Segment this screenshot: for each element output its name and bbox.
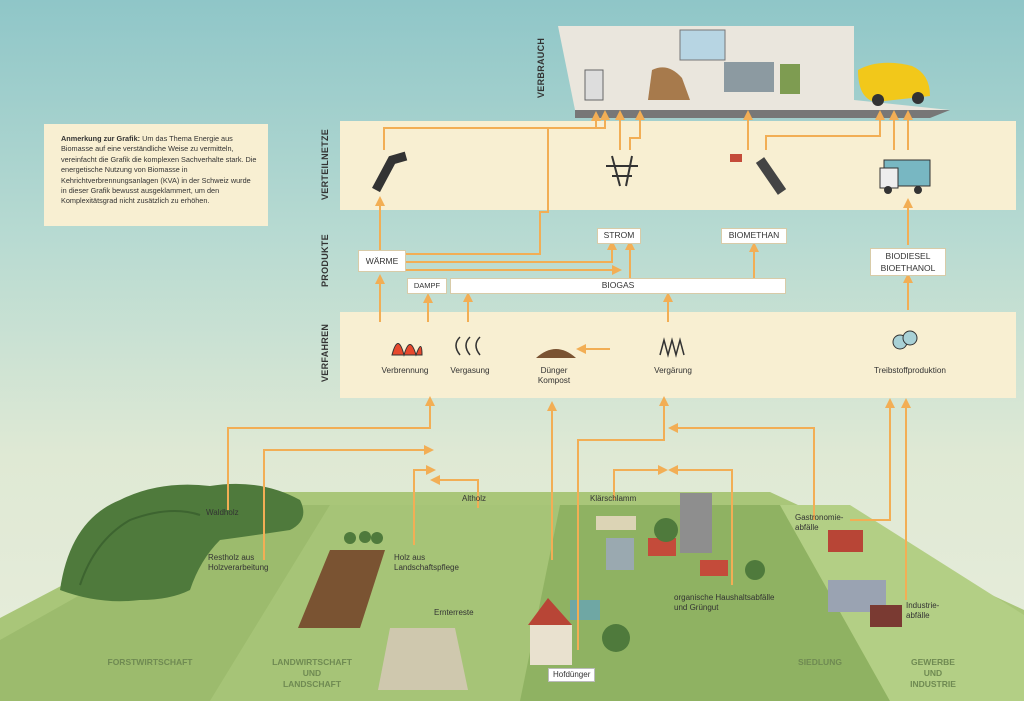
- gasification-icon: [455, 336, 481, 356]
- plowed-field: [298, 550, 385, 628]
- source-gastro-line1: Gastronomie-: [795, 513, 844, 522]
- zone-forstwirtschaft: FORSTWIRTSCHAFT: [107, 657, 193, 667]
- process-duenger: Dünger Kompost: [524, 366, 584, 386]
- row-label-produkte: PRODUKTE: [320, 234, 330, 287]
- product-strom: STROM: [597, 228, 641, 244]
- note-heading: Anmerkung zur Grafik:: [61, 134, 141, 143]
- farm-house: [530, 625, 572, 665]
- zone-land-line3: LANDSCHAFT: [282, 679, 342, 689]
- fire-icon: [391, 343, 423, 357]
- stubble-field: [378, 628, 468, 690]
- zone-gewerbe: GEWERBE UND INDUSTRIE: [888, 657, 978, 690]
- product-biogas: BIOGAS: [450, 278, 786, 294]
- gas-valve-icon: [730, 154, 742, 162]
- power-pylon-icon: [606, 155, 638, 187]
- process-verbrennung: Verbrennung: [381, 366, 429, 375]
- product-biodiesel-line2: BIOETHANOL: [880, 263, 936, 273]
- source-organisch: organische Haushaltsabfälle und Grüngut: [674, 593, 775, 613]
- zone-gewerbe-line1: GEWERBE: [911, 657, 955, 667]
- restaurant-building: [828, 530, 863, 552]
- district-heating-pipe-icon: [372, 151, 408, 193]
- zone-land-line2: UND: [302, 668, 322, 678]
- annotation-note: Anmerkung zur Grafik: Um das Thema Energ…: [44, 124, 268, 226]
- process-band: [340, 312, 1016, 398]
- forest-shape: [60, 483, 304, 602]
- zone-land-line1: LANDWIRTSCHAFT: [272, 657, 352, 667]
- car: [858, 62, 930, 102]
- compost-heap-icon: [536, 349, 576, 358]
- source-restholz-line2: Holzverarbeitung: [208, 563, 269, 572]
- forest-zone-ground: [0, 505, 330, 701]
- process-duenger-line2: Kompost: [537, 376, 571, 385]
- source-holz-landschaftspflege: Holz aus Landschaftspflege: [394, 553, 459, 573]
- source-industrie-line2: abfälle: [906, 611, 930, 620]
- note-text: Um das Thema Energie aus Biomasse auf ei…: [61, 134, 257, 206]
- source-restholz-line1: Restholz aus: [208, 553, 255, 562]
- source-gastro-line2: abfälle: [795, 523, 819, 532]
- source-holz-line2: Landschaftspflege: [394, 563, 459, 572]
- row-label-verteilnetze: VERTEILNETZE: [320, 128, 330, 200]
- agri-zone-ground: [210, 505, 560, 701]
- row-label-verfahren: VERFAHREN: [320, 323, 330, 382]
- source-altholz: Altholz: [462, 494, 487, 503]
- armchair: [648, 67, 690, 100]
- product-biodiesel: BIODIESEL BIOETHANOL: [870, 248, 946, 276]
- zone-siedlung: SIEDLUNG: [798, 657, 842, 667]
- product-dampf: DAMPF: [407, 278, 447, 294]
- source-waldholz: Waldholz: [206, 508, 239, 517]
- gas-pipe-icon: [755, 157, 787, 195]
- zone-landwirtschaft: LANDWIRTSCHAFT UND LANDSCHAFT: [262, 657, 362, 690]
- row-label-verbrauch: VERBRAUCH: [536, 37, 546, 98]
- source-holz-line1: Holz aus: [394, 553, 426, 562]
- fuel-production-icon: [902, 330, 918, 346]
- network-icons: [372, 151, 931, 358]
- tower-building: [680, 493, 712, 553]
- product-biodiesel-line1: BIODIESEL: [885, 251, 931, 261]
- source-gastronomie: Gastronomie- abfälle: [795, 513, 843, 533]
- process-duenger-line1: Dünger: [540, 366, 568, 375]
- process-vergaerung: Vergärung: [654, 366, 692, 375]
- source-industrie: Industrie- abfälle: [906, 601, 939, 621]
- zone-gewerbe-line3: INDUSTRIE: [910, 679, 956, 689]
- farm-roof: [528, 598, 572, 625]
- source-klaerschlamm: Klärschlamm: [590, 494, 637, 503]
- product-biomethan: BIOMETHAN: [721, 228, 787, 244]
- source-organisch-line1: organische Haushaltsabfälle: [674, 593, 775, 602]
- source-ernterreste: Ernterreste: [434, 608, 474, 617]
- source-organisch-line2: und Grüngut: [674, 603, 719, 612]
- industry-zone-ground: [780, 505, 1024, 701]
- source-industrie-line1: Industrie-: [906, 601, 940, 610]
- product-waerme: WÄRME: [358, 250, 406, 272]
- source-restholz: Restholz aus Holzverarbeitung: [208, 553, 268, 573]
- process-vergasung: Vergasung: [450, 366, 490, 375]
- source-hofduenger: Hofdünger: [548, 668, 596, 682]
- process-treibstoff: Treibstoffproduktion: [874, 366, 946, 375]
- zone-gewerbe-line2: UND: [923, 668, 943, 678]
- fermentation-icon: [659, 337, 685, 358]
- treatment-basins: [606, 538, 634, 570]
